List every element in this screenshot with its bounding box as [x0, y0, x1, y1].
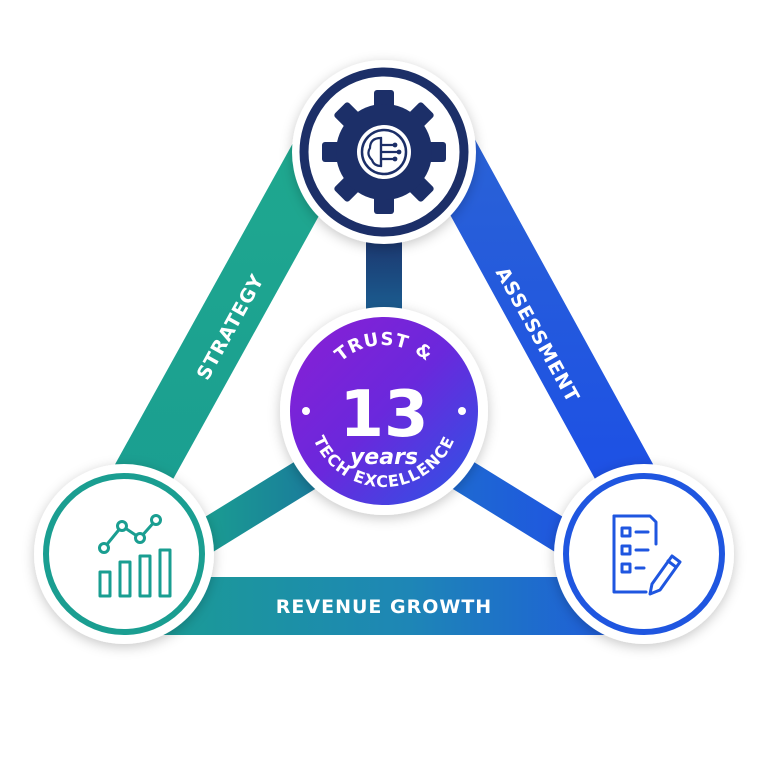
- growth-chart-icon: [98, 514, 172, 598]
- revenue-growth-label: REVENUE GROWTH: [276, 596, 492, 618]
- spoke-right: [439, 451, 577, 555]
- node-left: [34, 464, 214, 644]
- checklist-pencil-icon: [612, 514, 682, 596]
- spoke-left: [191, 451, 329, 555]
- gear-chip-icon: [322, 90, 446, 214]
- node-top: [292, 60, 476, 244]
- hub-unit: years: [350, 445, 418, 470]
- hub-number: 13: [339, 378, 428, 452]
- hub-dot-right: [458, 407, 466, 415]
- center-hub: TRUST & TECH EXCELLENCE 13 years: [280, 307, 488, 515]
- edge-revenue-growth: REVENUE GROWTH: [128, 577, 640, 635]
- node-right: [554, 464, 734, 644]
- hub-dot-left: [302, 407, 310, 415]
